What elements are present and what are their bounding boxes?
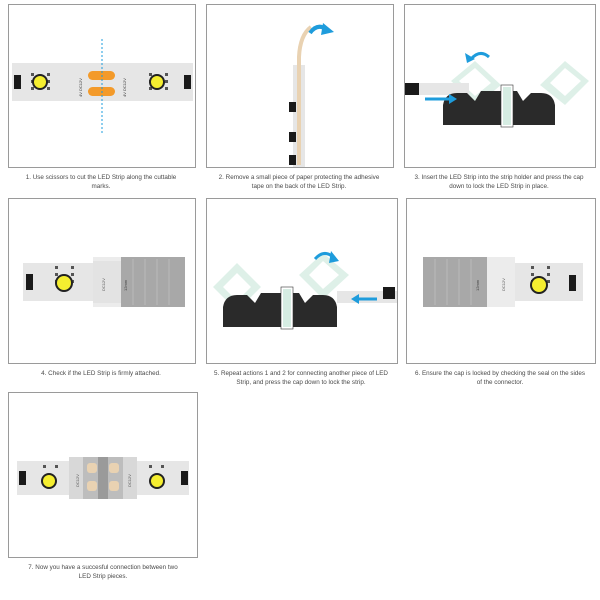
step-3-illustration bbox=[405, 52, 589, 128]
adhesive-backing bbox=[297, 25, 313, 165]
step-2-panel bbox=[206, 4, 394, 168]
led-strip-end bbox=[405, 83, 469, 95]
step-2-caption: 2. Remove a small piece of paper protect… bbox=[218, 174, 380, 190]
step-6-panel: 12mm DC12V bbox=[406, 198, 596, 364]
seal-label: 12mm bbox=[123, 279, 128, 291]
step-6-caption: 6. Ensure the cap is locked by checking … bbox=[414, 370, 586, 386]
step-3-caption: 3. Insert the LED Strip into the strip h… bbox=[414, 174, 584, 190]
led-strip-right bbox=[117, 63, 193, 101]
step-5-caption: 5. Repeat actions 1 and 2 for connecting… bbox=[214, 370, 388, 386]
step-2-illustration bbox=[289, 23, 334, 167]
step-1-caption: 1. Use scissors to cut the LED Strip alo… bbox=[25, 174, 177, 190]
connector-cap-ghost bbox=[451, 61, 589, 105]
strip-holder bbox=[443, 84, 555, 128]
strip-holder bbox=[223, 286, 337, 330]
step-4-illustration: DC12V 12mm bbox=[23, 257, 185, 307]
step-5-panel bbox=[206, 198, 398, 364]
step-7-caption: 7. Now you have a succesful connection b… bbox=[28, 564, 178, 580]
step-5-illustration bbox=[213, 251, 397, 330]
strip-marking: DC12V bbox=[75, 474, 80, 487]
strip-marking: DC12V bbox=[101, 278, 106, 291]
strip-marking: 4V DC12V bbox=[78, 78, 83, 97]
step-4-caption: 4. Check if the LED Strip is firmly atta… bbox=[41, 370, 161, 377]
step-1-illustration: 4V DC12V 4V DC12V bbox=[12, 39, 193, 135]
led-strip-end bbox=[337, 291, 397, 303]
step-7-panel: DC12V DC12V bbox=[8, 392, 198, 558]
step-6-illustration: 12mm DC12V bbox=[423, 257, 583, 307]
step-4-panel: DC12V 12mm bbox=[8, 198, 196, 364]
step-3-panel bbox=[404, 4, 596, 168]
step-7-illustration: DC12V DC12V bbox=[17, 457, 189, 499]
step-1-panel: 4V DC12V 4V DC12V bbox=[8, 4, 196, 168]
strip-marking: 4V DC12V bbox=[122, 78, 127, 97]
rotate-arrow-icon bbox=[469, 52, 490, 61]
strip-marking: DC12V bbox=[127, 474, 132, 487]
strip-marking: DC12V bbox=[501, 278, 506, 291]
led-strip-left bbox=[12, 63, 87, 101]
seal-label: 12mm bbox=[475, 279, 480, 291]
